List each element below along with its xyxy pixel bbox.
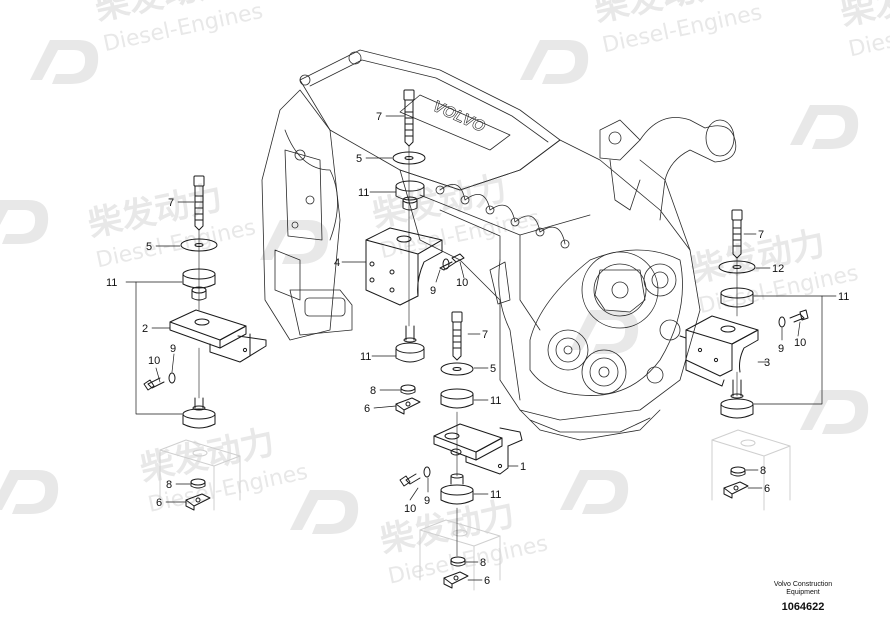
pulley-group [529,249,683,396]
mount-rear-right [679,209,809,511]
rubber-mount-part-11 [440,473,474,505]
bracket-part-2 [169,309,267,363]
callout-7: 7 [376,111,382,123]
callout-4: 4 [334,257,340,269]
callout-5: 5 [146,241,152,253]
callout-6: 6 [364,403,370,415]
bolt-washer-part-9-10 [399,466,431,487]
engine-brand-logo: VOLVO [430,98,488,136]
watermark-logo-icon [0,200,49,244]
mount-rear-left [143,175,267,511]
bolt-washer-part-9-10 [778,309,809,328]
watermark-logo-icon [0,470,59,514]
callout-11: 11 [490,395,501,407]
bracket-part-1 [433,423,523,475]
callout-7: 7 [482,329,488,341]
callout-11: 11 [838,291,849,303]
nut-part-8 [190,478,206,489]
watermark-logo-icon [290,490,359,534]
leader-lines [125,115,837,581]
rubber-mount-part-11 [182,397,216,429]
watermark-logo-icon [790,105,859,149]
callout-8: 8 [370,385,376,397]
watermark-logo-icon [260,220,329,264]
bolt-part-7 [451,311,463,361]
bracket-part-3 [679,315,759,387]
nut-part-8 [730,466,746,477]
clip-part-6 [185,493,211,511]
bolt-washer-part-9-10 [143,372,176,391]
watermark-logo-icon [520,40,589,84]
footer-brand: Volvo Construction Equipment [773,581,833,596]
clip-part-6 [443,571,469,589]
callout-11: 11 [358,187,369,199]
callout-11: 11 [490,489,501,501]
engine-block: VOLVO [261,49,737,441]
callout-3: 3 [764,357,770,369]
callout-6: 6 [764,483,770,495]
watermark-logo-icon [570,310,639,354]
watermark-logo-icon [30,40,99,84]
callout-9: 9 [778,343,784,355]
callout-8: 8 [480,557,486,569]
callout-9: 9 [424,495,430,507]
bracket-part-4 [365,227,443,306]
clip-part-6 [723,481,749,499]
drawing-number: 1064622 [781,601,825,613]
watermark-logo-icon [800,390,869,434]
callout-7: 7 [758,229,764,241]
rubber-mount-part-11 [395,325,425,363]
callout-2: 2 [142,323,148,335]
frame-rail-center [419,519,501,591]
callout-10: 10 [456,277,468,289]
clip-part-6 [395,397,421,415]
injector-row [435,183,570,249]
callout-10: 10 [404,503,416,515]
callout-12: 12 [772,263,784,275]
rubber-mount-part-11 [440,388,474,409]
bolt-washer-part-9-10 [439,253,465,271]
callout-labels: 7 5 11 4 9 10 11 8 6 7 5 11 2 10 9 8 6 7… [106,111,849,587]
bolt-part-7 [403,89,415,147]
frame-rail-left [159,439,241,511]
callout-10: 10 [794,337,806,349]
frame-rail-right [711,429,791,511]
mount-front-lower [399,311,523,591]
callout-5: 5 [490,363,496,375]
callout-7: 7 [168,197,174,209]
callout-9: 9 [430,285,436,297]
watermark-logo-icon [560,470,629,514]
nut-part-8 [450,556,466,567]
callout-1: 1 [520,461,526,473]
callout-5: 5 [356,153,362,165]
rubber-mount-part-11 [395,180,425,211]
mount-front-center [365,89,465,415]
callout-9: 9 [170,343,176,355]
callout-8: 8 [166,479,172,491]
watermark-brand: 柴发动力 [837,0,890,34]
callout-10: 10 [148,355,160,367]
callout-11: 11 [360,351,371,363]
callout-8: 8 [760,465,766,477]
callout-11: 11 [106,277,117,289]
callout-6: 6 [484,575,490,587]
nut-part-8 [400,384,416,395]
callout-6: 6 [156,497,162,509]
drawing-footer: Volvo Construction Equipment 1064622 [758,581,848,613]
washer-part-5 [440,362,474,376]
